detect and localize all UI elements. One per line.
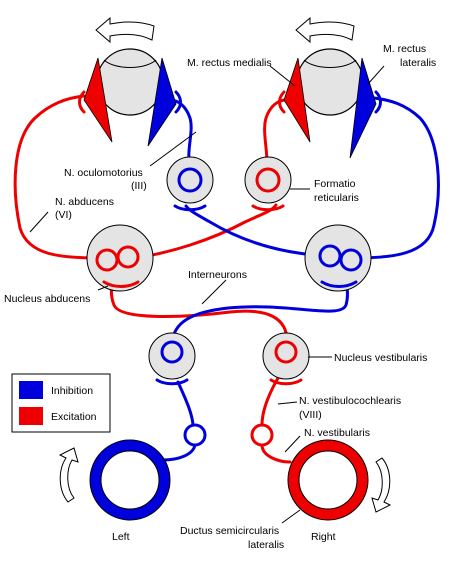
label-vestibulocochlearis-line1: N. vestibulocochlearis: [299, 395, 401, 407]
left-medial-synapse: [174, 90, 182, 114]
legend-excitation-label: Excitation: [51, 411, 97, 423]
label-right: Right: [311, 531, 336, 543]
right-head-rotation-arrow: [371, 457, 392, 513]
left-lateral-synapse: [78, 90, 86, 114]
right-eyeball: [296, 48, 364, 116]
leader-lines: [29, 65, 385, 524]
left-oculomotor-nucleus: [166, 156, 214, 212]
left-lateral-rectus-muscle: [83, 57, 113, 143]
left-medial-rectus-muscle: [147, 57, 177, 147]
label-ductus-line1: Ductus semicircularis: [180, 525, 279, 537]
legend: Inhibition Excitation: [11, 373, 111, 433]
right-eye-group: [278, 16, 382, 159]
label-left: Left: [112, 531, 130, 543]
label-rectus-lateralis-line1: M. rectus: [383, 43, 426, 55]
label-ductus-line2: lateralis: [248, 539, 284, 551]
label-nucleus-vestibularis: Nucleus vestibularis: [334, 352, 427, 364]
inhibitory-projection-crossing: [170, 270, 349, 346]
right-vestibular-nerve-upper: [260, 376, 280, 427]
label-abducens-line1: N. abducens: [55, 196, 114, 208]
left-eye-cornea: [103, 59, 157, 68]
left-abducens-nucleus: [86, 224, 154, 292]
label-rectus-lateralis-line2: lateralis: [400, 57, 436, 69]
left-eye-rotation-arrow: [95, 16, 155, 44]
right-semicircular-canal: [287, 439, 369, 521]
right-eye-rotation-arrow: [295, 16, 355, 44]
label-nucleus-abducens: Nucleus abducens: [4, 293, 90, 305]
left-semicircular-canal: [89, 439, 171, 521]
label-vestibulocochlearis-line2: (VIII): [299, 409, 322, 421]
label-n-vestibularis: N. vestibularis: [304, 427, 370, 439]
label-interneurons: Interneurons: [188, 269, 247, 281]
left-eye-group: [78, 16, 182, 147]
legend-inhibition-swatch: [19, 381, 43, 399]
right-vestibular-nerve: [260, 443, 292, 464]
right-lateral-synapse: [374, 90, 382, 114]
right-oculomotor-nucleus: [244, 156, 292, 212]
label-rectus-medialis: M. rectus medialis: [187, 57, 272, 69]
right-medial-synapse: [278, 90, 286, 114]
label-oculomotorius-line1: N. oculomotorius: [64, 167, 143, 179]
left-vestibular-nerve: [161, 443, 197, 462]
left-head-rotation-arrow: [58, 447, 79, 503]
label-oculomotorius-line2: (III): [131, 180, 147, 192]
left-oculomotor-nerve: [168, 98, 193, 168]
legend-inhibition-label: Inhibition: [51, 385, 93, 397]
excitatory-projection-crossing: [109, 270, 289, 345]
label-abducens-line2: (VI): [55, 209, 72, 221]
label-formatio-line2: reticularis: [314, 192, 359, 204]
label-formatio-line1: Formatio: [314, 178, 356, 190]
left-eyeball: [96, 48, 164, 116]
right-medial-rectus-muscle: [283, 57, 311, 143]
right-eye-cornea: [303, 59, 357, 68]
right-vestibular-nucleus: [262, 332, 310, 386]
legend-excitation-swatch: [19, 407, 43, 425]
left-vestibular-nucleus: [148, 332, 196, 386]
left-vestibular-nerve-upper: [176, 380, 195, 427]
right-vestibular-ganglion: [250, 423, 274, 447]
left-vestibular-ganglion: [183, 423, 207, 447]
right-abducens-nucleus: [304, 224, 372, 292]
right-abducens-nerve: [350, 96, 440, 260]
left-abducens-nerve: [13, 94, 100, 260]
